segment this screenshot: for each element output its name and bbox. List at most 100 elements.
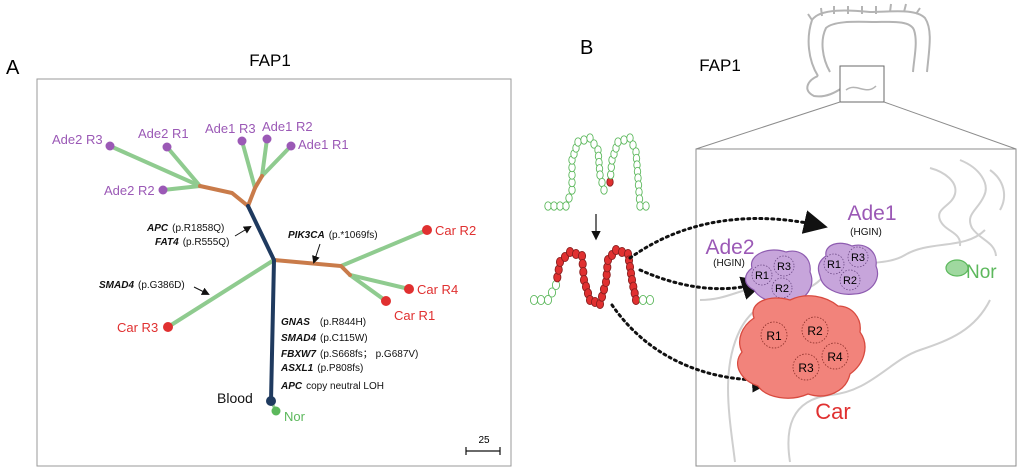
crypt-cell (565, 193, 573, 203)
nor-label: Nor (966, 262, 997, 283)
ade1-region-r1: R1 (827, 259, 841, 271)
node-ade2-r3 (105, 141, 115, 151)
crypt-cell (550, 201, 558, 211)
arrow-apc (234, 225, 252, 237)
crypt-cell (543, 294, 553, 306)
crypt-cell (600, 185, 608, 195)
annotation-fat4: FAT4(p.R555Q) (155, 237, 229, 248)
tree-nodes (105, 134, 432, 416)
branch-ade2-r3 (108, 144, 202, 188)
panel-b-letter: B (580, 37, 593, 59)
node-ade1-r1 (286, 141, 296, 151)
ade1-region-r2: R2 (843, 275, 857, 287)
crypt-cell (638, 294, 648, 306)
crypt-cell (562, 201, 570, 211)
ade2-region-r2: R2 (775, 283, 789, 295)
panel-b-title: FAP1 (699, 56, 741, 75)
car-region-r2: R2 (807, 324, 823, 338)
zoom-box (839, 65, 885, 103)
node-car-r4 (404, 284, 414, 294)
car-region-r1: R1 (766, 329, 782, 343)
branch-ade1-r3 (240, 139, 257, 190)
node-ade2-r2 (158, 185, 168, 195)
carcinoma: R1 R2 R3 R4 (737, 295, 866, 399)
node-nor (271, 406, 281, 416)
ade1-region-r3: R3 (851, 252, 865, 264)
crypt-cell (556, 201, 564, 211)
annotation-smad4-a: SMAD4(p.G386D) (99, 280, 185, 291)
ade2-grade: (HGIN) (713, 258, 745, 269)
tree-trunk (246, 204, 277, 403)
branch-car-r3 (166, 258, 276, 329)
phylogenetic-tree (108, 137, 429, 413)
node-blood (266, 396, 276, 406)
branch-car-shared (272, 258, 352, 277)
node-car-r3 (163, 322, 173, 332)
annotation-smad4-b: SMAD4(p.C115W) (281, 333, 368, 344)
car-region-r3: R3 (798, 361, 814, 375)
ade2-label: Ade2 (705, 236, 754, 259)
crypt-cell (574, 137, 582, 147)
arrow-to-ade1 (628, 210, 828, 260)
crypt-cell (586, 133, 594, 143)
branch-ade2-r1 (165, 145, 202, 188)
branch-car-r1 (348, 273, 388, 303)
label-ade2-r1: Ade2 R1 (138, 126, 189, 141)
annotation-gnas: GNAS(p.R844H) (281, 317, 366, 328)
branch-ade2-shared (198, 184, 250, 208)
node-ade2-r1 (162, 142, 172, 152)
crypt-cell (529, 294, 539, 306)
ade2-region-r1: R1 (755, 270, 769, 282)
label-ade1-r2: Ade1 R2 (262, 119, 313, 134)
normal-tissue (945, 259, 969, 277)
crypt-cell (590, 139, 598, 149)
panel-a-title: FAP1 (249, 51, 291, 70)
label-car-r3: Car R3 (117, 320, 158, 335)
crypt-cell (629, 140, 637, 150)
crypt-cell (614, 137, 622, 147)
branch-ade1-shared (246, 174, 264, 208)
colon-icon (806, 3, 931, 98)
arrow-pik3ca (312, 243, 321, 264)
panel-a-frame (36, 78, 512, 467)
label-car-r2: Car R2 (435, 223, 476, 238)
label-car-r4: Car R4 (417, 282, 458, 297)
ade1-label: Ade1 (847, 202, 896, 225)
node-ade1-r2 (262, 134, 272, 144)
zoom-box-lumen (845, 85, 877, 91)
crypt-cell (620, 135, 628, 145)
label-ade2-r3: Ade2 R3 (52, 132, 103, 147)
panel-a-letter: A (6, 57, 20, 79)
branch-car-r2 (339, 228, 429, 268)
normal-crypt-diagram (544, 133, 650, 211)
crypt-cell (636, 201, 644, 211)
branch-ade1-r2 (260, 137, 269, 178)
branch-car-r4 (348, 273, 411, 291)
annotation-apc: APC(p.R1858Q) (146, 223, 224, 234)
crypt-cell (544, 201, 552, 211)
crypt-cell (626, 133, 634, 143)
label-ade2-r2: Ade2 R2 (104, 183, 155, 198)
tumor-crypt-diagram (529, 244, 655, 310)
ade1-grade: (HGIN) (850, 227, 882, 238)
zoom-line-right (883, 101, 1017, 150)
label-car-r1: Car R1 (394, 308, 435, 323)
arrow-smad4 (193, 286, 210, 295)
crypt-cell (580, 135, 588, 145)
car-region-r4: R4 (827, 350, 843, 364)
scale-bar-label: 25 (478, 435, 490, 446)
label-ade1-r1: Ade1 R1 (298, 137, 349, 152)
adenoma-2: R1 R2 R3 (744, 249, 813, 304)
mutation-annotations: APC(p.R1858Q) FAT4(p.R555Q) PIK3CA(p.*10… (99, 223, 418, 392)
crypt-cell (536, 294, 546, 306)
node-ade1-r3 (237, 136, 247, 146)
scale-bar: 25 (465, 435, 501, 455)
crypt-cell (645, 294, 655, 306)
label-nor: Nor (284, 409, 306, 424)
crypt-cell (631, 294, 641, 306)
enlarged-view-frame (695, 148, 1017, 467)
tree-tip-labels: Ade2 R3 Ade2 R1 Ade2 R2 Ade1 R3 Ade1 R2 … (52, 119, 476, 424)
mucosa-folds (699, 159, 1006, 463)
